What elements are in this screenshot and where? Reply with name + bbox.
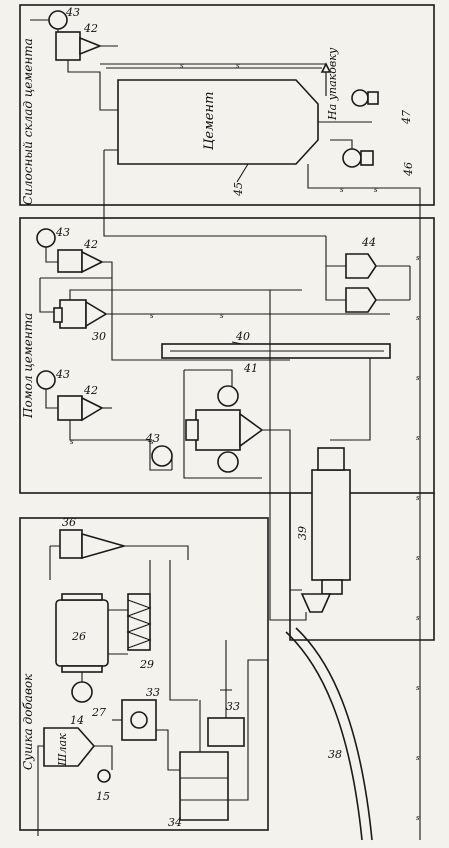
separator-30 [59, 299, 87, 329]
num-42-grind-a: 42 [83, 238, 98, 251]
num-42-grind-b: 42 [83, 384, 98, 397]
svg-text:s: s [70, 438, 74, 446]
slag-label: Шлак [56, 733, 69, 767]
num-43-grind-a: 43 [55, 226, 70, 239]
pump-47 [351, 89, 369, 107]
num-46: 46 [402, 162, 415, 177]
dust-cyclone-36 [59, 529, 83, 559]
dryer-fan-27 [71, 681, 93, 703]
cement-silo [117, 79, 319, 165]
num-47: 47 [400, 110, 413, 125]
svg-text:s: s [180, 62, 184, 70]
svg-text:s: s [416, 434, 420, 442]
slag-hopper-14 [43, 727, 96, 767]
pump-46 [342, 148, 362, 168]
num-29: 29 [139, 658, 154, 671]
screw-conveyor-29 [127, 593, 151, 651]
num-39: 39 [296, 526, 309, 540]
svg-text:s: s [374, 186, 378, 194]
drying-section-title: Сушка добавок [21, 673, 35, 770]
silo-cyclone-42 [55, 31, 81, 61]
grinding-section-frame [19, 217, 435, 494]
num-26: 26 [71, 630, 86, 643]
num-38: 38 [328, 748, 342, 761]
num-45: 45 [232, 182, 245, 197]
grinding-fan-43c [151, 445, 173, 467]
silo-section-title: Силосный склад цемента [21, 38, 35, 205]
num-43-silo: 43 [65, 6, 80, 19]
svg-text:s: s [416, 814, 420, 822]
dryer-drum-34 [179, 751, 229, 821]
num-36: 36 [62, 516, 76, 529]
svg-text:s: s [416, 754, 420, 762]
num-43-grind-c: 43 [145, 432, 160, 445]
num-41: 41 [243, 362, 258, 375]
num-40: 40 [235, 330, 250, 343]
silo-44b [345, 287, 377, 313]
svg-text:s: s [150, 438, 154, 446]
mill-feed-hopper [300, 593, 332, 613]
silo-fan-43 [48, 10, 68, 30]
num-42-silo: 42 [83, 22, 98, 35]
svg-text:s: s [150, 312, 154, 320]
grinding-fan-43b [36, 370, 56, 390]
num-27: 27 [91, 706, 106, 719]
svg-text:s: s [416, 374, 420, 382]
svg-text:s: s [416, 254, 420, 262]
ball-mill-39 [311, 469, 351, 581]
cement-label: Цемент [202, 92, 217, 150]
pipe-markers: s s s s s s s s s s s s s s s s s s [70, 62, 420, 822]
belt-conveyor-38 [295, 627, 373, 841]
num-14: 14 [70, 714, 84, 727]
num-15: 15 [96, 790, 110, 803]
num-33-crusher: 33 [146, 686, 160, 699]
svg-text:s: s [416, 614, 420, 622]
silo-section-frame [19, 4, 435, 206]
num-44: 44 [361, 236, 376, 249]
separator-fan-41b [217, 451, 239, 473]
svg-text:s: s [416, 684, 420, 692]
grinding-cyclone-42a [57, 249, 83, 273]
to-packing-label: На упаковку [326, 47, 339, 121]
grinding-fan-43a [36, 228, 56, 248]
num-35: 33 [226, 700, 240, 713]
air-separator-41 [195, 409, 241, 451]
num-30: 30 [92, 330, 106, 343]
svg-text:s: s [340, 186, 344, 194]
svg-text:s: s [416, 494, 420, 502]
unit-35 [207, 717, 245, 747]
feeder-15 [97, 769, 111, 783]
grinding-cyclone-42b [57, 395, 83, 421]
drying-section-frame [19, 517, 269, 831]
num-43-grind-b: 43 [55, 368, 70, 381]
num-34: 34 [168, 816, 182, 829]
grinding-section-title: Помол цемента [21, 313, 35, 419]
svg-text:s: s [416, 554, 420, 562]
separator-fan-41a [217, 385, 239, 407]
svg-text:s: s [236, 62, 240, 70]
silo-44a [345, 253, 377, 279]
svg-text:s: s [220, 312, 224, 320]
svg-text:s: s [416, 314, 420, 322]
